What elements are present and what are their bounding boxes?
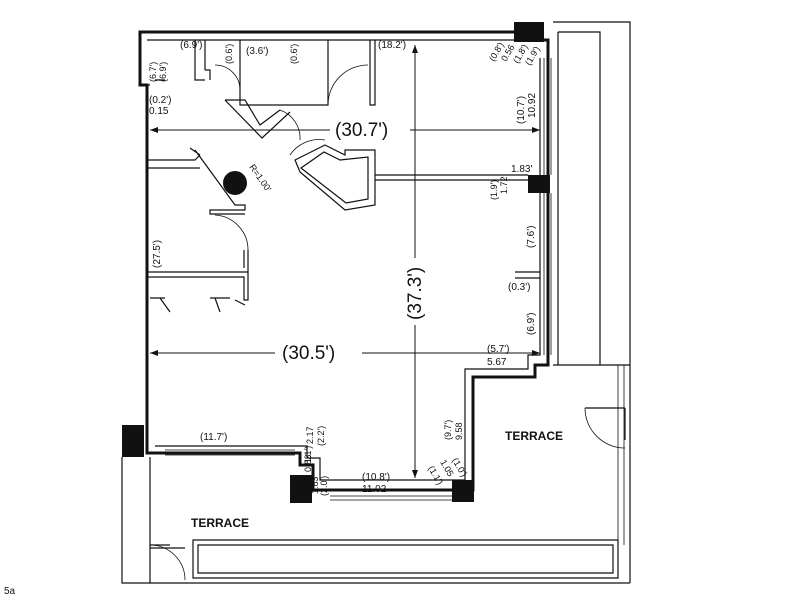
- column-bottom-mid: [290, 475, 312, 503]
- dim-width-upper: (30.7'): [335, 120, 388, 141]
- dimension-lines: [150, 45, 540, 478]
- dim-bottom-b4: 0.83: [303, 454, 313, 472]
- exterior-wall: [138, 30, 550, 492]
- dim-right-e1: (1.9'): [489, 180, 499, 200]
- partition-right-link: [375, 174, 528, 181]
- dim-depth: (37.3'): [405, 267, 426, 320]
- dim-left-c1: (0.2'): [149, 95, 171, 106]
- column-left-bottom: [122, 425, 144, 457]
- door-arc-4: [289, 139, 326, 156]
- dim-right-c2: 10.92: [527, 93, 538, 118]
- dim-width-lower: (30.5'): [282, 343, 335, 364]
- column-bottom-right: [452, 480, 474, 502]
- terrace-right-edge: [617, 365, 625, 545]
- dim-bottom-b1: 2.17: [305, 426, 315, 444]
- door-arc-2: [327, 64, 369, 106]
- dim-right-h: (6.9'): [526, 313, 537, 335]
- dim-left-b: (6.9'): [158, 62, 168, 82]
- partition-top-left: [146, 40, 376, 139]
- door-arc-1: [214, 64, 241, 91]
- dim-bottom-b5: 1.83: [310, 476, 320, 494]
- column-top-right: [514, 22, 544, 42]
- dim-bottom-c2: 11.02: [362, 484, 387, 495]
- bottom-window: [330, 495, 460, 501]
- terrace-bottom-railing: [121, 457, 630, 584]
- door-arc-3: [279, 109, 301, 141]
- dim-top-wall: (18.2'): [378, 40, 406, 51]
- dim-radius: R=1.00': [247, 162, 273, 193]
- angled-closet: [294, 144, 376, 211]
- dim-left-a: (6.7'): [148, 62, 158, 82]
- dim-bottom-c1: (10.8'): [362, 472, 390, 483]
- sheet-label: 5a: [4, 586, 16, 597]
- dim-right-i2: 5.67: [487, 357, 507, 368]
- structural-column-round: [223, 171, 247, 195]
- dim-top-left-a: (6.9'): [180, 40, 202, 51]
- dim-right-i1: (5.7'): [487, 344, 509, 355]
- room-label-terrace-bottom: TERRACE: [191, 516, 249, 530]
- column-right-mid: [528, 175, 550, 193]
- bottom-left-window: [165, 449, 295, 456]
- terrace-right-railing: [553, 21, 631, 583]
- dim-left-c2: 0.15: [149, 106, 169, 117]
- room-label-terrace-right: TERRACE: [505, 429, 563, 443]
- terrace-right-door: [585, 407, 626, 440]
- dim-bottom-d1: (9.7'): [443, 420, 453, 440]
- dim-bottom-a: (11.7'): [200, 432, 227, 443]
- dim-bottom-b2: (2.2'): [316, 426, 326, 446]
- exterior-wall-inner: [147, 39, 541, 481]
- dim-bottom-b6: (2.0'): [319, 476, 329, 496]
- dim-top-left-c: (3.6'): [246, 46, 268, 57]
- partition-right-stub: [515, 271, 540, 279]
- dim-right-e2: 1.72: [499, 176, 509, 194]
- partition-left-lower: [147, 250, 249, 313]
- right-window: [543, 58, 552, 355]
- dim-right-f: (7.6'): [526, 226, 537, 248]
- dim-right-g: (0.3'): [508, 282, 530, 293]
- dim-right-c1: (10.7'): [516, 96, 527, 124]
- dim-right-d: 1.83': [511, 164, 532, 175]
- terrace-bottom-door-arc: [149, 544, 186, 581]
- terrace-right-door-arc: [584, 407, 626, 449]
- dim-bottom-b3: (1.1'): [303, 446, 313, 466]
- partition-left-upper: [146, 147, 246, 215]
- dim-top-left-b: (0.6'): [224, 44, 234, 64]
- door-arc-5: [214, 214, 249, 251]
- dim-bottom-d2: 9.58: [454, 422, 464, 440]
- dim-left-d: (27.5'): [152, 240, 163, 268]
- dim-top-left-d: (0.6'): [289, 44, 299, 64]
